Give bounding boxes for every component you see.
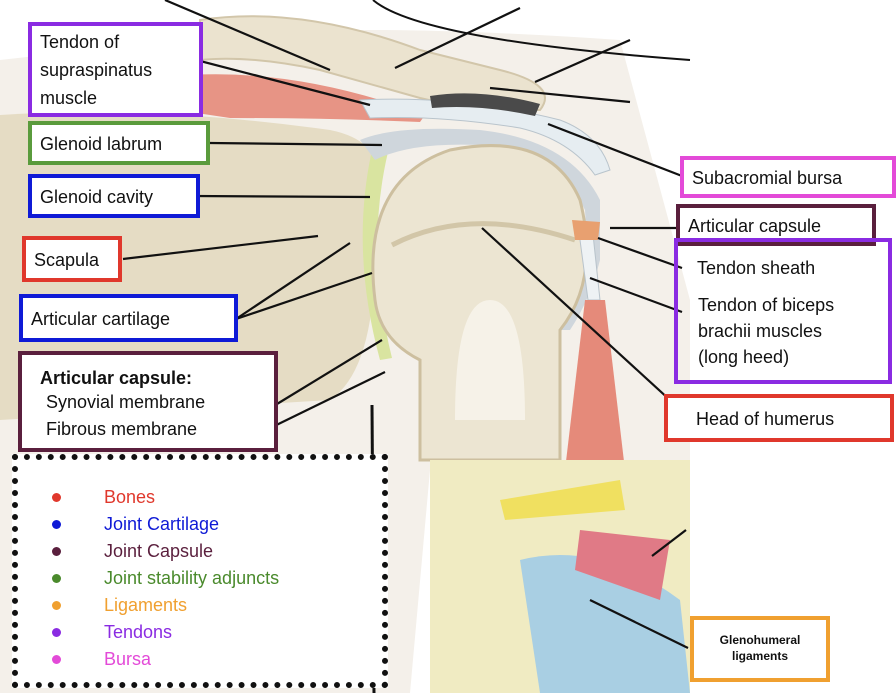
- legend-label: Bones: [104, 486, 155, 508]
- label-head-of-humerus: Head of humerus: [664, 394, 894, 442]
- tendon-sheath: [572, 220, 600, 240]
- legend-swatch-tendons: [52, 628, 61, 637]
- articular-capsule-title: Articular capsule:: [40, 367, 264, 389]
- legend-swatch-bursa: [52, 655, 61, 664]
- legend-label: Ligaments: [104, 594, 187, 616]
- legend-swatch-joint-capsule: [52, 547, 61, 556]
- label-glenoid-cavity: Glenoid cavity: [28, 174, 200, 218]
- legend-swatch-bones: [52, 493, 61, 502]
- label-articular-cartilage: Articular cartilage: [19, 294, 238, 342]
- legend-label: Joint Capsule: [104, 540, 213, 562]
- legend-label: Bursa: [104, 648, 151, 670]
- color-legend: Bones Joint Cartilage Joint Capsule Join…: [12, 454, 388, 688]
- label-glenohumeral-ligaments: Glenohumeral ligaments: [690, 616, 830, 682]
- legend-swatch-joint-cartilage: [52, 520, 61, 529]
- label-glenoid-labrum: Glenoid labrum: [28, 121, 210, 165]
- legend-label: Tendons: [104, 621, 172, 643]
- label-scapula: Scapula: [22, 236, 122, 282]
- legend-swatch-ligaments: [52, 601, 61, 610]
- legend-swatch-joint-stability: [52, 574, 61, 583]
- label-articular-capsule-group: Articular capsule: Synovial membrane Fib…: [18, 351, 278, 452]
- synovial-membrane-label: Synovial membrane: [40, 391, 264, 413]
- label-supraspinatus-tendon: Tendon of supraspinatus muscle: [28, 22, 203, 117]
- label-biceps-tendon: Tendon of biceps brachii muscles (long h…: [674, 238, 892, 384]
- fibrous-membrane-label: Fibrous membrane: [40, 418, 264, 440]
- legend-label: Joint Cartilage: [104, 513, 219, 535]
- label-subacromial-bursa: Subacromial bursa: [680, 156, 896, 198]
- leader-glenoid-cavity: [193, 196, 370, 197]
- legend-label: Joint stability adjuncts: [104, 567, 279, 589]
